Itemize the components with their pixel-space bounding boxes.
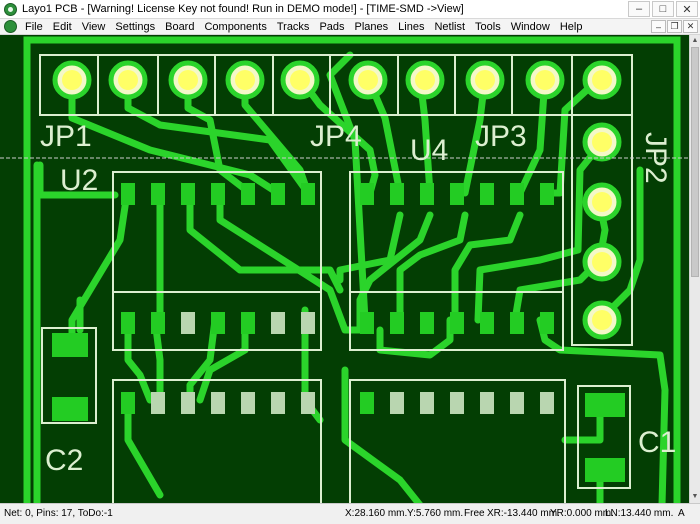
menu-board[interactable]: Board: [165, 20, 195, 33]
window-controls: – □ ✕: [628, 1, 698, 17]
menu-help[interactable]: Help: [559, 20, 583, 33]
menu-window[interactable]: Window: [510, 20, 550, 33]
menu-edit[interactable]: Edit: [52, 20, 72, 33]
window-title: Layo1 PCB - [Warning! License Key not fo…: [22, 3, 464, 15]
label-c1: C1: [638, 426, 676, 459]
menu-planes[interactable]: Planes: [354, 20, 389, 33]
document-window-controls: – ❐ ✕: [651, 20, 698, 33]
menu-file[interactable]: File: [25, 20, 43, 33]
scrollbar-thumb[interactable]: [691, 47, 699, 277]
status-net: Net: 0, Pins: 17, ToDo:-1: [4, 508, 113, 519]
scroll-up-icon[interactable]: ▲: [691, 37, 699, 44]
label-jp2: JP2: [639, 132, 672, 184]
unconnected-smd-pads: [151, 312, 554, 414]
status-bar: Net: 0, Pins: 17, ToDo:-1 X:28.160 mm. Y…: [0, 503, 700, 524]
doc-close-button[interactable]: ✕: [683, 20, 698, 33]
pcb-canvas[interactable]: JP1 JP4 JP3 U2 U4 C1 C2 JP2: [0, 35, 689, 503]
menu-settings[interactable]: Settings: [115, 20, 156, 33]
status-xr: XR:-13.440 mm.: [487, 508, 560, 519]
minimize-button[interactable]: –: [628, 1, 650, 17]
doc-restore-button[interactable]: ❐: [667, 20, 682, 33]
status-ln: LN:13.440 mm.: [605, 508, 674, 519]
status-x: X:28.160 mm.: [345, 508, 408, 519]
menu-components[interactable]: Components: [204, 20, 267, 33]
status-indicator: A: [678, 508, 685, 519]
close-button[interactable]: ✕: [676, 1, 698, 17]
menu-lines[interactable]: Lines: [398, 20, 425, 33]
status-mode: Free: [464, 508, 485, 519]
smd-pads: [52, 183, 625, 482]
board-outline: [23, 36, 681, 503]
thru-hole-pads: [52, 60, 622, 340]
status-yr: YR:0.000 mm.: [550, 508, 614, 519]
title-bar: Layo1 PCB - [Warning! License Key not fo…: [0, 0, 700, 19]
scroll-down-icon[interactable]: ▼: [691, 493, 699, 500]
doc-minimize-button[interactable]: –: [651, 20, 666, 33]
label-u4: U4: [410, 134, 448, 167]
label-jp3: JP3: [475, 120, 527, 153]
menu-bar: File Edit View Settings Board Components…: [0, 19, 700, 35]
label-u2: U2: [60, 164, 98, 197]
menu-netlist[interactable]: Netlist: [434, 20, 466, 33]
status-y: Y:5.760 mm.: [407, 508, 464, 519]
menu-tools[interactable]: Tools: [475, 20, 501, 33]
label-jp4: JP4: [310, 120, 362, 153]
menu-tracks[interactable]: Tracks: [276, 20, 310, 33]
pcb-layout[interactable]: JP1 JP4 JP3 U2 U4 C1 C2 JP2: [0, 35, 689, 503]
maximize-button[interactable]: □: [652, 1, 674, 17]
document-icon[interactable]: [4, 20, 17, 33]
app-logo-icon: [4, 2, 17, 16]
label-c2: C2: [45, 444, 83, 477]
menu-view[interactable]: View: [81, 20, 106, 33]
silkscreen-outlines: [39, 54, 633, 503]
vertical-scrollbar[interactable]: ▲ ▼: [689, 35, 700, 503]
label-jp1: JP1: [40, 120, 92, 153]
menu-pads[interactable]: Pads: [319, 20, 345, 33]
